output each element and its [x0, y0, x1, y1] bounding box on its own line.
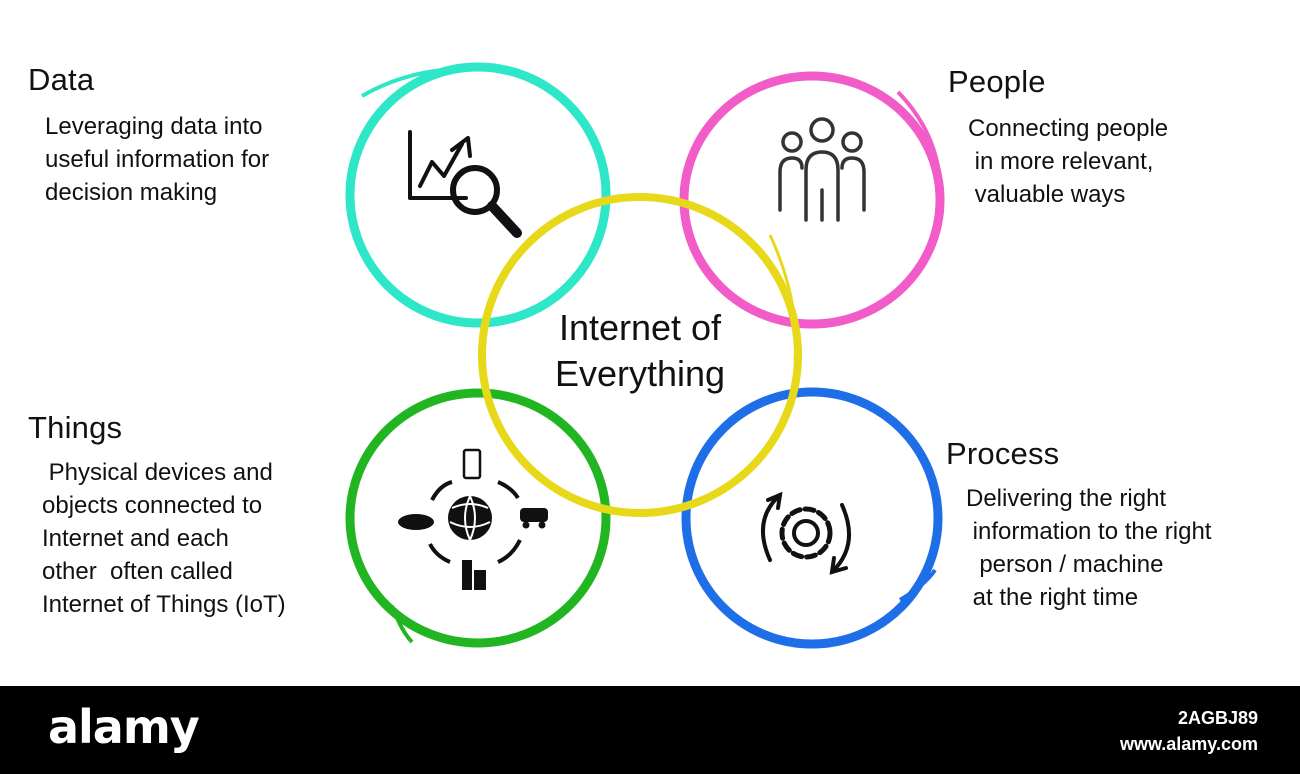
- people-description: Connecting people in more relevant, valu…: [968, 115, 1169, 208]
- data-description: Leveraging data into useful information …: [45, 113, 270, 206]
- brand-logo: alamy: [48, 700, 200, 754]
- center-title: Internet of Everything: [554, 307, 726, 394]
- people-title: People: [948, 64, 1046, 99]
- site-url: www.alamy.com: [1119, 734, 1258, 754]
- process-circle: [681, 387, 943, 649]
- iot-devices-icon: [398, 448, 548, 590]
- data-title: Data: [28, 62, 95, 97]
- process-title: Process: [946, 436, 1060, 471]
- things-description: Physical devices and objects connected t…: [42, 459, 286, 618]
- people-circle: [679, 71, 945, 329]
- data-circle: [345, 62, 611, 328]
- things-circle: [345, 388, 611, 648]
- people-group-icon: [778, 117, 866, 222]
- diagram-graphics: [345, 62, 945, 649]
- watermark-footer: alamy 2AGBJ89 www.alamy.com: [0, 686, 1300, 774]
- chart-magnifier-icon: [408, 130, 522, 238]
- gear-refresh-icon: [761, 491, 851, 575]
- process-description: Delivering the right information to the …: [966, 485, 1212, 611]
- things-title: Things: [28, 410, 123, 445]
- center-circle: [478, 193, 802, 517]
- image-id: 2AGBJ89: [1177, 708, 1258, 728]
- diagram-canvas: Data Leveraging data into useful informa…: [28, 62, 1212, 649]
